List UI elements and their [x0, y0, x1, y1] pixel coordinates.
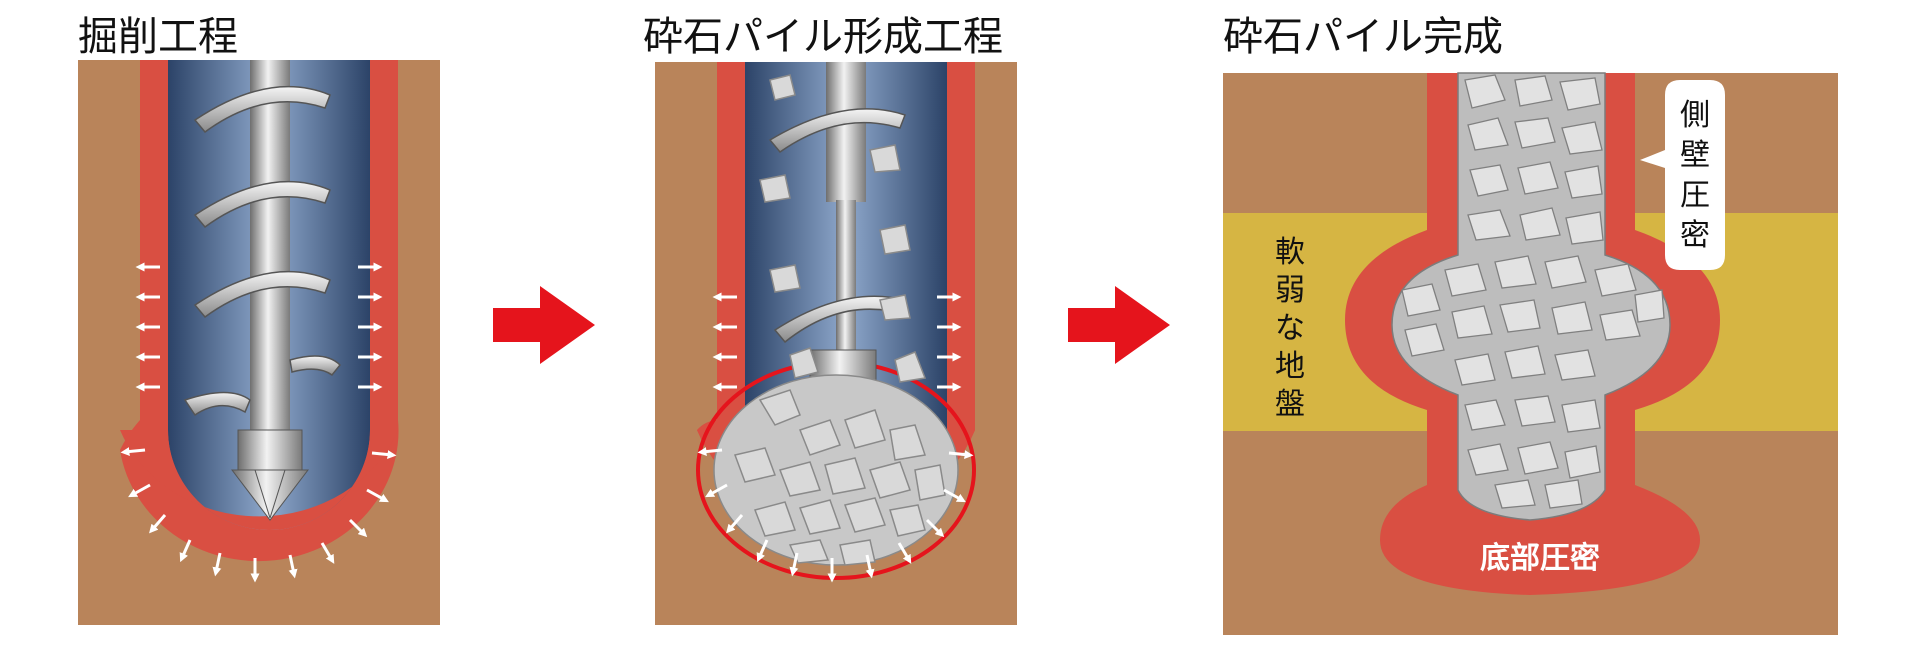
panel-excavation: 掘削工程	[78, 14, 440, 625]
compacted-zone-bottom	[120, 430, 398, 530]
flow-arrow-2	[1068, 286, 1170, 364]
side-compaction-char-2: 壁	[1680, 138, 1710, 173]
soft-ground-label: 軟 弱 な 地 盤	[1275, 235, 1305, 422]
side-compaction-char-3: 圧	[1680, 178, 1710, 213]
panel-pile-complete: 砕石パイル完成	[1223, 14, 1838, 635]
soft-ground-char-3: な	[1275, 311, 1305, 346]
gravel-stones	[1401, 74, 1665, 509]
panel-pile-forming: 砕石パイル形成工程	[643, 14, 1017, 625]
pressure-arrows	[697, 292, 974, 583]
pressure-arrows	[120, 262, 397, 583]
gravel-fill	[713, 74, 959, 566]
auger-flights	[183, 85, 342, 417]
soft-ground-char-2: 弱	[1275, 273, 1305, 308]
soft-ground-char-1: 軟	[1275, 235, 1305, 270]
soft-ground-char-4: 地	[1275, 349, 1305, 384]
flow-arrow-1	[493, 286, 595, 364]
step3-title: 砕石パイル完成	[1223, 14, 1503, 60]
auger-shaft-thin	[836, 200, 856, 350]
side-compaction-char-4: 密	[1680, 218, 1710, 253]
soft-ground-char-5: 盤	[1275, 387, 1305, 422]
auger-shaft	[250, 60, 290, 430]
auger-cutter-head	[230, 429, 310, 521]
step1-title: 掘削工程	[78, 14, 238, 60]
step2-title: 砕石パイル形成工程	[643, 14, 1003, 60]
callout-bubble	[1640, 80, 1725, 270]
side-compaction-char-1: 側	[1680, 98, 1710, 133]
side-compaction-callout: 側 壁 圧 密	[1640, 80, 1725, 270]
auger-shaft	[826, 62, 866, 202]
bottom-compaction-label: 底部圧密	[1480, 541, 1600, 576]
